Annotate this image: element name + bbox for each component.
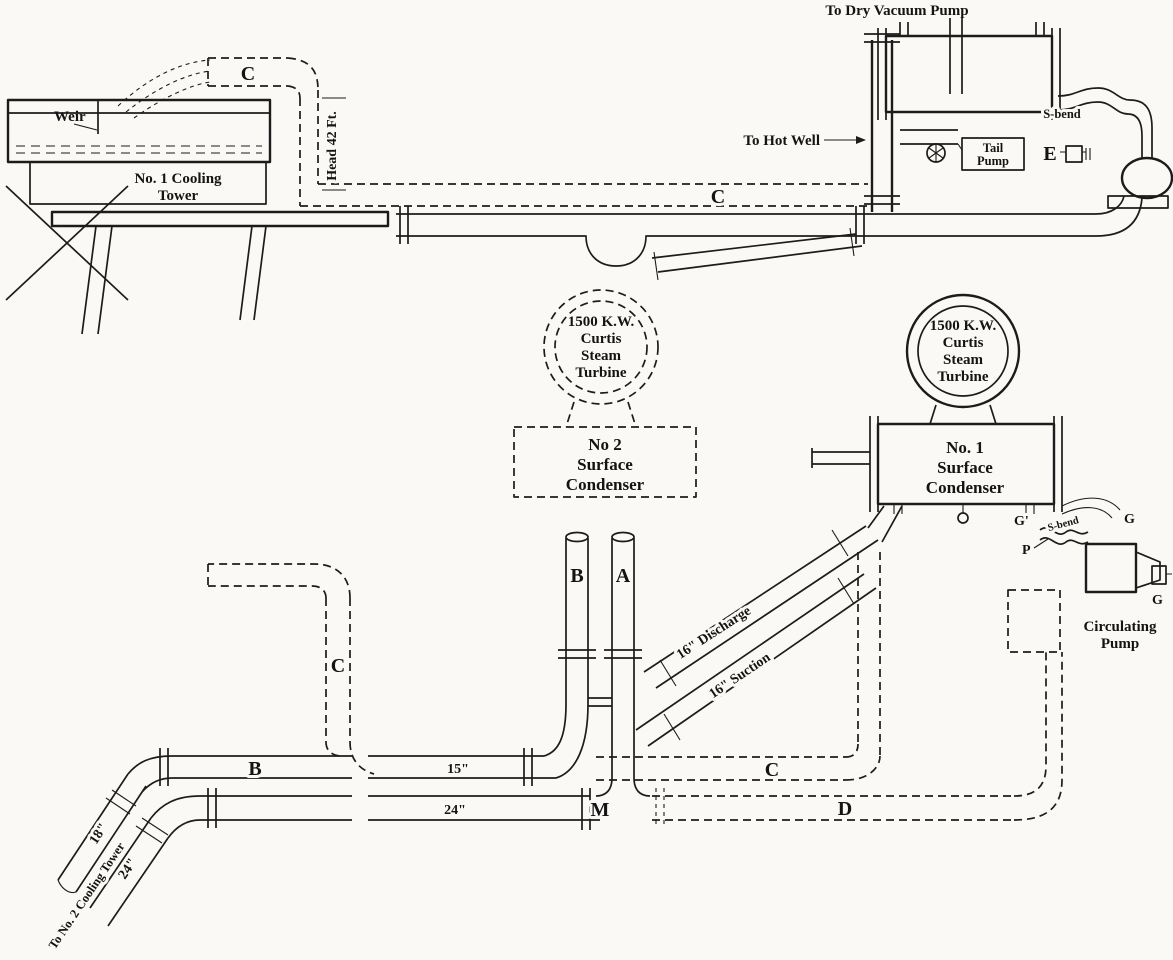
main-c-vertical-label: C [331, 655, 345, 677]
dry-vacuum-label: To Dry Vacuum Pump [825, 3, 968, 19]
hot-well-label: To Hot Well [743, 133, 820, 149]
riser-pipe-b [543, 531, 596, 779]
surface-condenser-no2-box [513, 426, 697, 498]
discharge-16-label: 16" Discharge [674, 604, 754, 663]
circulating-pump-unit [1007, 497, 1172, 653]
riser-a-label: A [616, 565, 631, 587]
tower-water-downcomer [870, 40, 894, 212]
cooling-tower-no1 [5, 59, 390, 335]
main-15-right-segment [368, 748, 556, 786]
dia-24-branch-label: 24" [116, 856, 141, 882]
turbine-no2-outline [543, 289, 659, 428]
cooling-tower-name-line1: No. 1 Cooling [134, 171, 222, 187]
main-b-label: B [248, 758, 261, 780]
junction-m-label: M [591, 799, 610, 821]
diagram-labels: Weir No. 1 Cooling Tower C Head 42 Ft. C… [43, 3, 1166, 955]
weir-label: Weir [54, 109, 86, 125]
main-d-label: D [838, 798, 852, 820]
suction-pipe-16 [635, 573, 877, 747]
branch-pipe-18 [57, 773, 147, 894]
fitting-e-label: E [1043, 143, 1056, 165]
tower-riser-pipe-c [207, 57, 319, 206]
branch-pipe-24 [89, 817, 169, 927]
head-dimension-ticks [322, 97, 346, 191]
vertical-pump-volute [1120, 156, 1173, 200]
circulating-pump-label-line2: Pump [1101, 636, 1139, 652]
main-24-right-segment [368, 788, 600, 830]
head-42ft-label: Head 42 Ft. [325, 111, 340, 181]
tail-pump-label-line1: Tail [983, 141, 1004, 155]
turbine-no2-line2: Curtis [581, 331, 622, 347]
fitting-e [1065, 145, 1083, 163]
turbine-no1-line4: Turbine [937, 369, 988, 385]
discharge-pipe-16 [643, 525, 879, 689]
condenser-no2-line2: Surface [577, 455, 633, 474]
condenser-no1-line2: Surface [937, 458, 993, 477]
turbine-no1-line2: Curtis [943, 335, 984, 351]
cooling-tower-name-line2: Tower [158, 188, 199, 204]
riser-c-label: C [241, 63, 255, 85]
tail-pump-label-line2: Pump [977, 154, 1009, 168]
top-main-dashed-c [300, 183, 868, 207]
circulating-pump-label-line1: Circulating [1083, 619, 1157, 635]
riser-b-label: B [570, 565, 583, 587]
s-bend-pipe [1057, 87, 1153, 158]
dashed-main-c-horizontal [596, 552, 881, 781]
top-main-c-label: C [711, 186, 725, 208]
turbine-no1-line3: Steam [943, 352, 983, 368]
riser-pipe-a [588, 531, 651, 797]
turbine-no2-line4: Turbine [575, 365, 626, 381]
dashed-main-c-vertical [207, 563, 375, 775]
hotwell-condenser-unit [824, 18, 1173, 212]
g-upper-label: G [1124, 512, 1135, 527]
circulating-pump-body [1084, 542, 1138, 594]
surface-condenser-no1-box [811, 416, 1063, 543]
dia-24-label: 24" [444, 803, 466, 818]
main-15-left-segment [127, 748, 352, 793]
condenser-no2-line3: Condenser [566, 475, 645, 494]
turbine-no2-line3: Steam [581, 348, 621, 364]
turbine-no1-line1: 1500 K.W. [930, 318, 997, 334]
main-c-horizontal-label: C [765, 759, 779, 781]
tail-pump-box [961, 137, 1025, 171]
intake-main-pipe [396, 195, 1143, 281]
dia-15-label: 15" [447, 762, 469, 777]
g-prime-label: G' [1014, 514, 1029, 529]
pump-s-bend-pipe [1039, 527, 1089, 545]
pump-pit-dashed [1007, 589, 1061, 653]
condenser-no1-line1: No. 1 [946, 438, 984, 457]
turbine-no1-outline [905, 293, 1021, 425]
condenser-no1-line3: Condenser [926, 478, 1005, 497]
dashed-main-d [652, 652, 1063, 828]
to-no2-cooling-tower-label: To No. 2 Cooling Tower [46, 839, 128, 951]
turbine-no2-line1: 1500 K.W. [568, 314, 635, 330]
s-bend-label-top: S-bend [1043, 107, 1081, 121]
g-lower-label: G [1152, 593, 1163, 608]
p-label: P [1022, 543, 1031, 558]
condenser-no2-line1: No 2 [588, 435, 622, 454]
dry-vacuum-pipe [949, 18, 963, 94]
main-24-left-segment [150, 788, 352, 839]
